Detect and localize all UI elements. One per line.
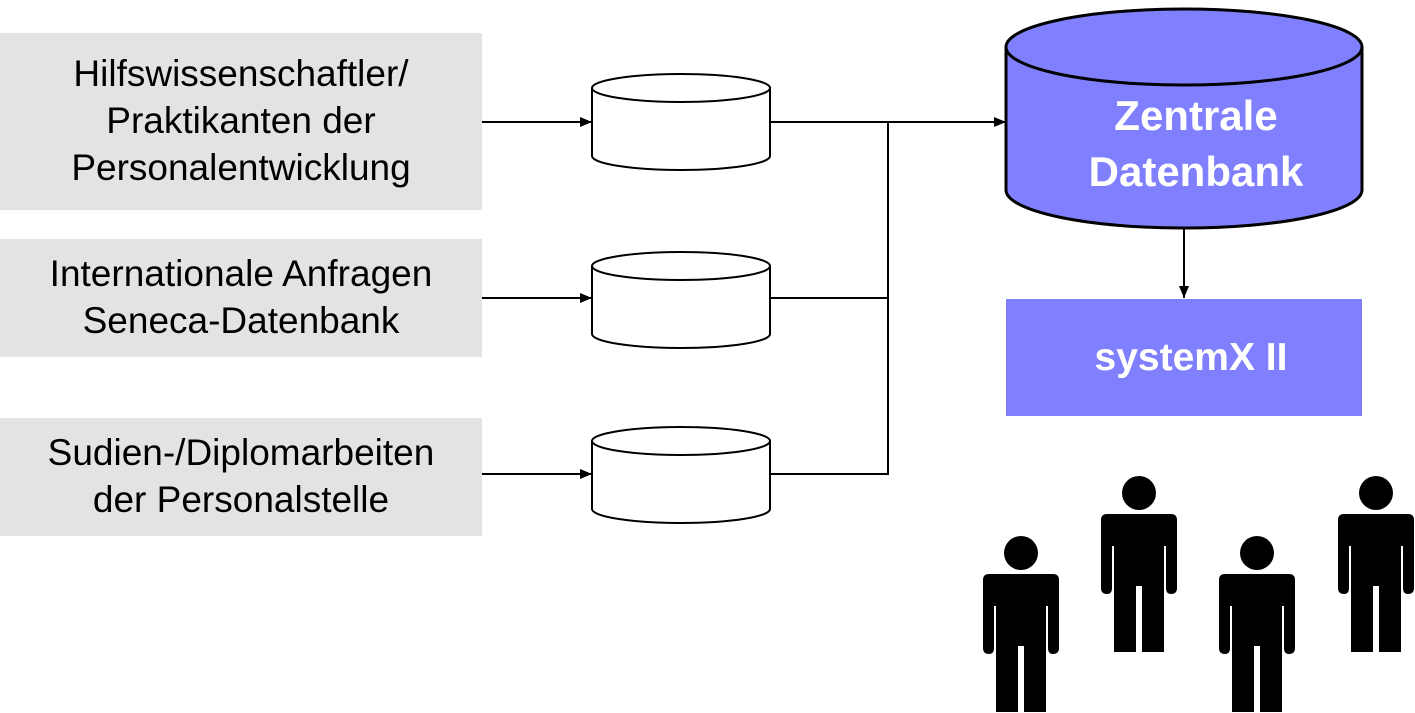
source-line: Sudien-/Diplomarbeiten [47, 432, 435, 474]
database-cylinder-1 [591, 73, 771, 171]
source-line: Internationale Anfragen [49, 253, 433, 295]
source-line: Personalentwicklung [71, 146, 411, 188]
person-icon [1101, 476, 1177, 652]
source-box-diplomarbeiten: Sudien-/Diplomarbeiten der Personalstell… [0, 418, 482, 536]
central-database-label: Zentrale Datenbank [1006, 88, 1386, 200]
database-cylinder-3 [591, 426, 771, 524]
source-line: Seneca-Datenbank [82, 300, 400, 341]
person-icon [1338, 476, 1414, 652]
source-box-hilfswissenschaftler: Hilfswissenschaftler/ Praktikanten der P… [0, 33, 482, 210]
source-line: Praktikanten der [106, 100, 376, 141]
person-icon [1219, 536, 1295, 712]
central-database-line: Zentrale [1114, 92, 1278, 139]
central-database-cylinder [1004, 7, 1364, 230]
system-label: systemX II [1094, 335, 1288, 379]
source-line: der Personalstelle [92, 479, 390, 520]
source-line: Hilfswissenschaftler/ [73, 53, 409, 95]
source-box-internationale-anfragen: Internationale Anfragen Seneca-Datenbank [0, 239, 482, 357]
central-database-line: Datenbank [1088, 147, 1304, 195]
person-icon [983, 536, 1059, 712]
system-box: systemX II [1006, 299, 1362, 416]
database-cylinder-2 [591, 251, 771, 349]
